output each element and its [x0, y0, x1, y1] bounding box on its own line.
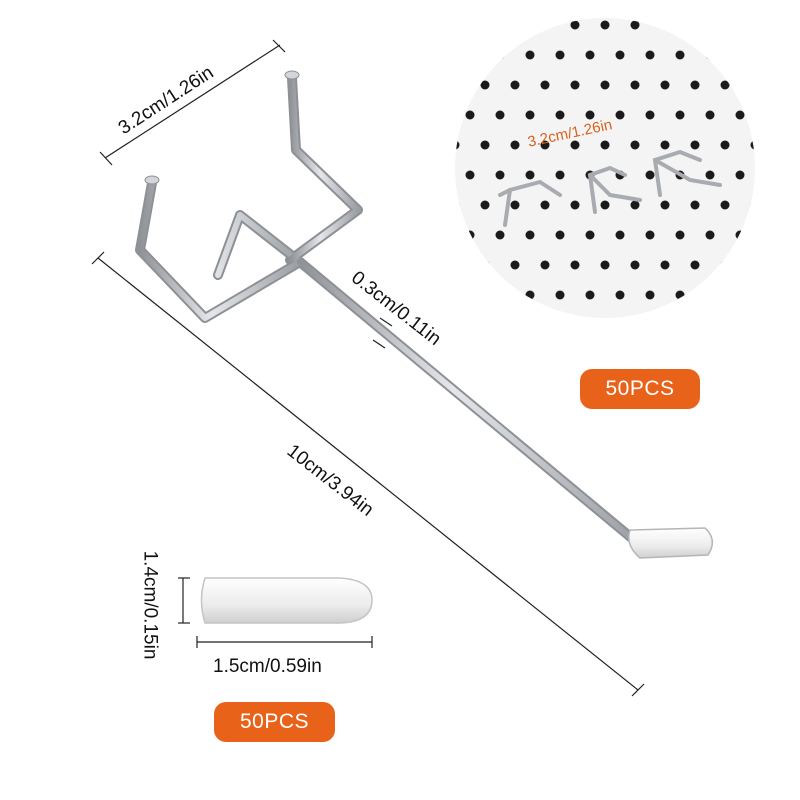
pegboard-hole [630, 200, 640, 210]
pegboard-hole [570, 20, 580, 30]
pegboard-hole [480, 80, 490, 90]
pegboard-hole [720, 80, 730, 90]
pegboard-hole [510, 80, 520, 90]
pegboard-hole [585, 50, 595, 60]
pegboard-hole [735, 110, 745, 120]
pegboard-hole [660, 260, 670, 270]
pegboard-hole [720, 200, 730, 210]
pegboard-hole [555, 230, 565, 240]
pegboard-hole [750, 140, 755, 150]
pegboard-hole [480, 200, 490, 210]
pegboard-hole [630, 140, 640, 150]
pegboard-hole [705, 110, 715, 120]
pegboard-hole [510, 260, 520, 270]
cap-length-label: 1.5cm/0.59in [213, 656, 322, 677]
pegboard-hole [540, 200, 550, 210]
pegboard-hole [645, 50, 655, 60]
pegboard-hole [615, 230, 625, 240]
pegboard-hole [615, 110, 625, 120]
pegboard-hole [675, 110, 685, 120]
pegboard-hole [525, 230, 535, 240]
pegboard-hole [555, 290, 565, 300]
pegboard-hole [525, 110, 535, 120]
pegboard-hole [540, 80, 550, 90]
pegboard-hole [660, 80, 670, 90]
pegboard-hole [495, 230, 505, 240]
pegboard-hole [540, 140, 550, 150]
pegboard-hole [705, 230, 715, 240]
pegboard-hole [600, 260, 610, 270]
pegboard-hole [555, 50, 565, 60]
pegboard-hole [555, 170, 565, 180]
pegboard-hole [600, 80, 610, 90]
pegboard-hole [720, 140, 730, 150]
hook-end-cap [628, 527, 714, 559]
pegboard-hole [630, 260, 640, 270]
pegboard-hole [510, 140, 520, 150]
pegboard-hole [615, 50, 625, 60]
pegboard-hole [645, 170, 655, 180]
pegboard-hole [630, 20, 640, 30]
pegboard-hole [705, 170, 715, 180]
pegboard-hole [570, 260, 580, 270]
pegboard-hole [690, 80, 700, 90]
pegboard-hole [570, 200, 580, 210]
pegboard-hole [455, 140, 460, 150]
pegboard-hole [525, 170, 535, 180]
hooks-quantity-badge: 50PCS [580, 369, 700, 409]
pegboard-hole [465, 110, 475, 120]
pegboard-hole [645, 230, 655, 240]
pegboard-hole [555, 110, 565, 120]
pegboard-hole [585, 290, 595, 300]
cap-diameter-label: 1.4cm/0.15in [139, 550, 161, 660]
pegboard-hole [570, 140, 580, 150]
pegboard-hole [690, 200, 700, 210]
pegboard-hole [645, 110, 655, 120]
pegboard-hole [675, 50, 685, 60]
pegboard-hole [690, 260, 700, 270]
pegboard-hole [465, 170, 475, 180]
pegboard-hole [600, 140, 610, 150]
pegboard-hole [675, 230, 685, 240]
pegboard-hole [660, 140, 670, 150]
pegboard-hole [570, 80, 580, 90]
pegboard-hole [585, 230, 595, 240]
pegboard-hole [480, 140, 490, 150]
pegboard-hole [540, 260, 550, 270]
pegboard-hole [645, 290, 655, 300]
pegboard-hole [510, 200, 520, 210]
pegboard-hole [525, 50, 535, 60]
pegboard-hole [615, 290, 625, 300]
pegboard-hole [690, 140, 700, 150]
end-cap-photo [200, 577, 373, 624]
pegboard-hole [600, 200, 610, 210]
caps-quantity-badge: 50PCS [214, 702, 335, 742]
pegboard-hole [735, 170, 745, 180]
pegboard-hole [585, 110, 595, 120]
pegboard-hole [630, 80, 640, 90]
pegboard-hole [600, 20, 610, 30]
pegboard-hole [660, 200, 670, 210]
pegboard-hole [495, 170, 505, 180]
pegboard-hole [495, 110, 505, 120]
